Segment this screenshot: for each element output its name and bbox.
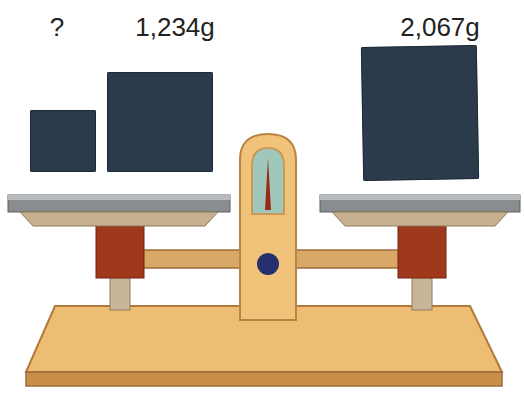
weight-label: ? <box>50 14 64 40</box>
dial <box>252 148 284 214</box>
weight-block <box>361 45 479 181</box>
right-stem <box>412 276 432 310</box>
weight-block <box>30 110 96 172</box>
right-support <box>398 226 446 278</box>
weight-block <box>107 72 213 172</box>
right-pan <box>320 195 520 212</box>
needle <box>265 158 271 210</box>
left-pan <box>8 195 230 212</box>
pivot <box>257 253 279 275</box>
base-edge <box>26 372 502 386</box>
left-pan-top <box>8 195 230 200</box>
weight-label: 2,067g <box>400 14 480 40</box>
left-pan-under <box>20 212 218 226</box>
weight-label: 1,234g <box>135 14 215 40</box>
right-pan-top <box>320 195 520 200</box>
left-stem <box>110 276 130 310</box>
right-pan-under <box>332 212 508 226</box>
left-support <box>96 226 144 278</box>
center-post <box>240 134 296 320</box>
